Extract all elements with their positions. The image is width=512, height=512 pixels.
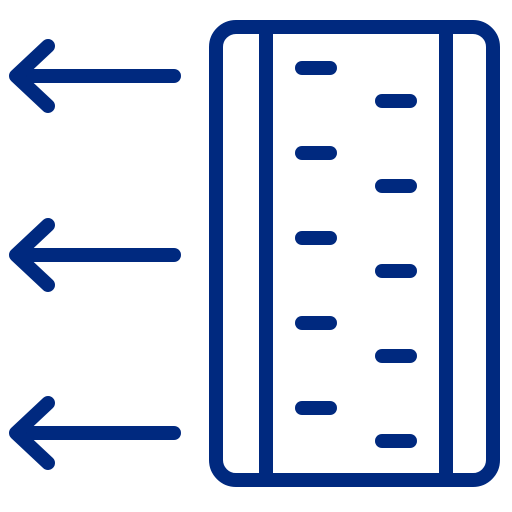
arrow-head — [9, 218, 55, 292]
arrow-head — [9, 396, 55, 470]
left-arrow-icon — [9, 39, 181, 113]
ruler-icon — [209, 20, 500, 487]
ruler-frame — [209, 20, 500, 487]
left-arrows-group — [9, 39, 181, 470]
left-arrow-icon — [9, 218, 181, 292]
arrow-head — [9, 39, 55, 113]
left-arrow-icon — [9, 396, 181, 470]
